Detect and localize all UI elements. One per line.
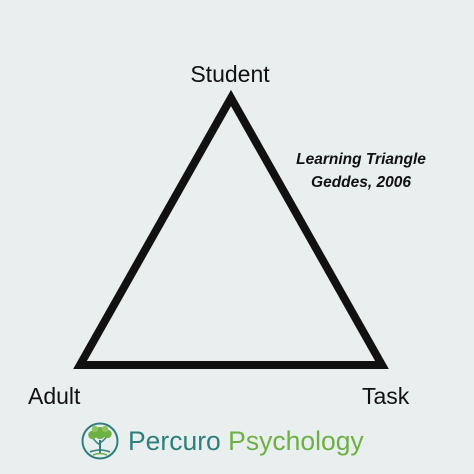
diagram-caption: Learning Triangle Geddes, 2006	[290, 148, 432, 194]
caption-title: Learning Triangle	[296, 151, 426, 168]
vertex-label-student: Student	[190, 61, 270, 87]
brand-name: Percuro Psychology	[128, 428, 364, 455]
caption-citation: Geddes, 2006	[311, 174, 411, 191]
brand-logo: Percuro Psychology	[80, 419, 364, 463]
triangle-outline	[73, 89, 389, 369]
tree-of-life-logo-icon	[81, 422, 119, 460]
vertex-label-task: Task	[362, 383, 410, 409]
brand-name-second: Psychology	[228, 425, 364, 456]
vertex-label-adult: Adult	[28, 383, 81, 409]
brand-name-first: Percuro	[128, 425, 221, 456]
